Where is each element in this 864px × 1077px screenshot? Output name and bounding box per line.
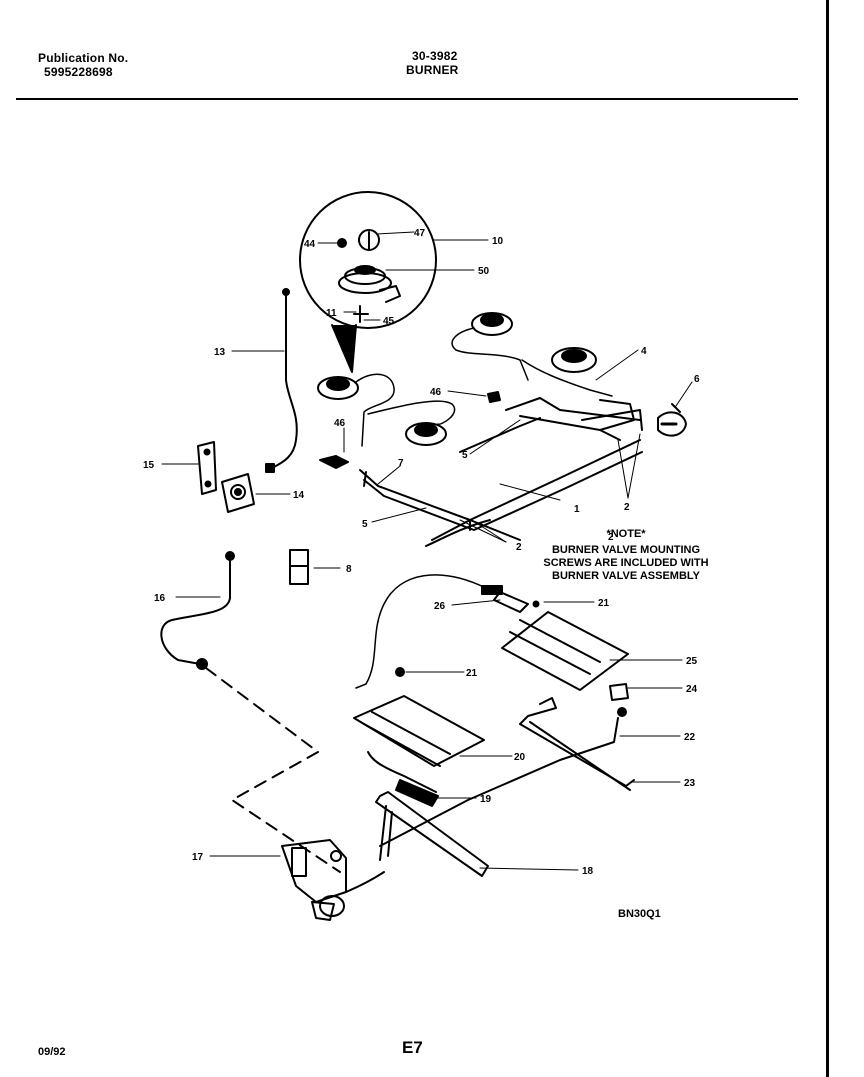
note-title: *NOTE* bbox=[606, 528, 646, 540]
callout-14: 14 bbox=[293, 490, 305, 501]
callout-16: 16 bbox=[154, 593, 166, 604]
callout-2-right: 2 bbox=[624, 502, 630, 513]
callout-25: 25 bbox=[686, 656, 698, 667]
publication-number: 5995228698 bbox=[44, 65, 113, 79]
callout-50: 50 bbox=[478, 266, 490, 277]
callout-45: 45 bbox=[383, 316, 395, 327]
callout-17: 17 bbox=[192, 852, 204, 863]
note-line: BURNER VALVE MOUNTING bbox=[551, 544, 701, 556]
callout-leaders bbox=[161, 231, 693, 871]
top-burner-assembly bbox=[160, 288, 687, 873]
callout-6: 6 bbox=[694, 374, 700, 385]
oven-burner-assembly bbox=[281, 574, 635, 921]
note-line: BURNER VALVE ASSEMBLY bbox=[552, 570, 700, 582]
callout-21-upper: 21 bbox=[598, 598, 610, 609]
document-title: BURNER bbox=[406, 63, 459, 77]
callout-46-lower: 46 bbox=[334, 418, 346, 429]
callout-10: 10 bbox=[492, 236, 504, 247]
callout-22: 22 bbox=[684, 732, 696, 743]
callout-2-small: 2 bbox=[608, 532, 614, 543]
callout-44: 44 bbox=[304, 239, 316, 250]
callout-8: 8 bbox=[346, 564, 352, 575]
callout-20: 20 bbox=[514, 752, 526, 763]
note-line: SCREWS ARE INCLUDED WITH bbox=[543, 557, 709, 569]
callout-5-upper: 5 bbox=[462, 450, 468, 461]
callout-11: 11 bbox=[326, 308, 337, 319]
callout-5-lower: 5 bbox=[362, 519, 368, 530]
callout-47: 47 bbox=[414, 228, 426, 239]
callout-15: 15 bbox=[143, 460, 155, 471]
callout-21-lower: 21 bbox=[466, 668, 478, 679]
callout-23: 23 bbox=[684, 778, 696, 789]
callout-4: 4 bbox=[641, 346, 647, 357]
publication-label: Publication No. bbox=[38, 51, 129, 65]
callout-24: 24 bbox=[686, 684, 698, 695]
document-number: 30-3982 bbox=[412, 49, 458, 63]
callout-1: 1 bbox=[574, 504, 580, 515]
header-divider bbox=[16, 98, 798, 100]
page-code: E7 bbox=[402, 1038, 423, 1057]
callout-7: 7 bbox=[398, 458, 404, 469]
callout-labels: 44 47 10 50 11 45 13 46 46 15 14 5 5 4 6… bbox=[143, 228, 700, 877]
callout-18: 18 bbox=[582, 866, 594, 877]
date-code: 09/92 bbox=[38, 1046, 66, 1058]
callout-26: 26 bbox=[434, 601, 446, 612]
drawing-code: BN30Q1 bbox=[618, 908, 661, 920]
callout-2-left: 2 bbox=[516, 542, 522, 553]
callout-19: 19 bbox=[480, 794, 492, 805]
callout-46-upper: 46 bbox=[430, 387, 442, 398]
page-right-border bbox=[826, 0, 829, 1077]
callout-13: 13 bbox=[214, 347, 226, 358]
burner-detail-callout bbox=[299, 191, 437, 373]
